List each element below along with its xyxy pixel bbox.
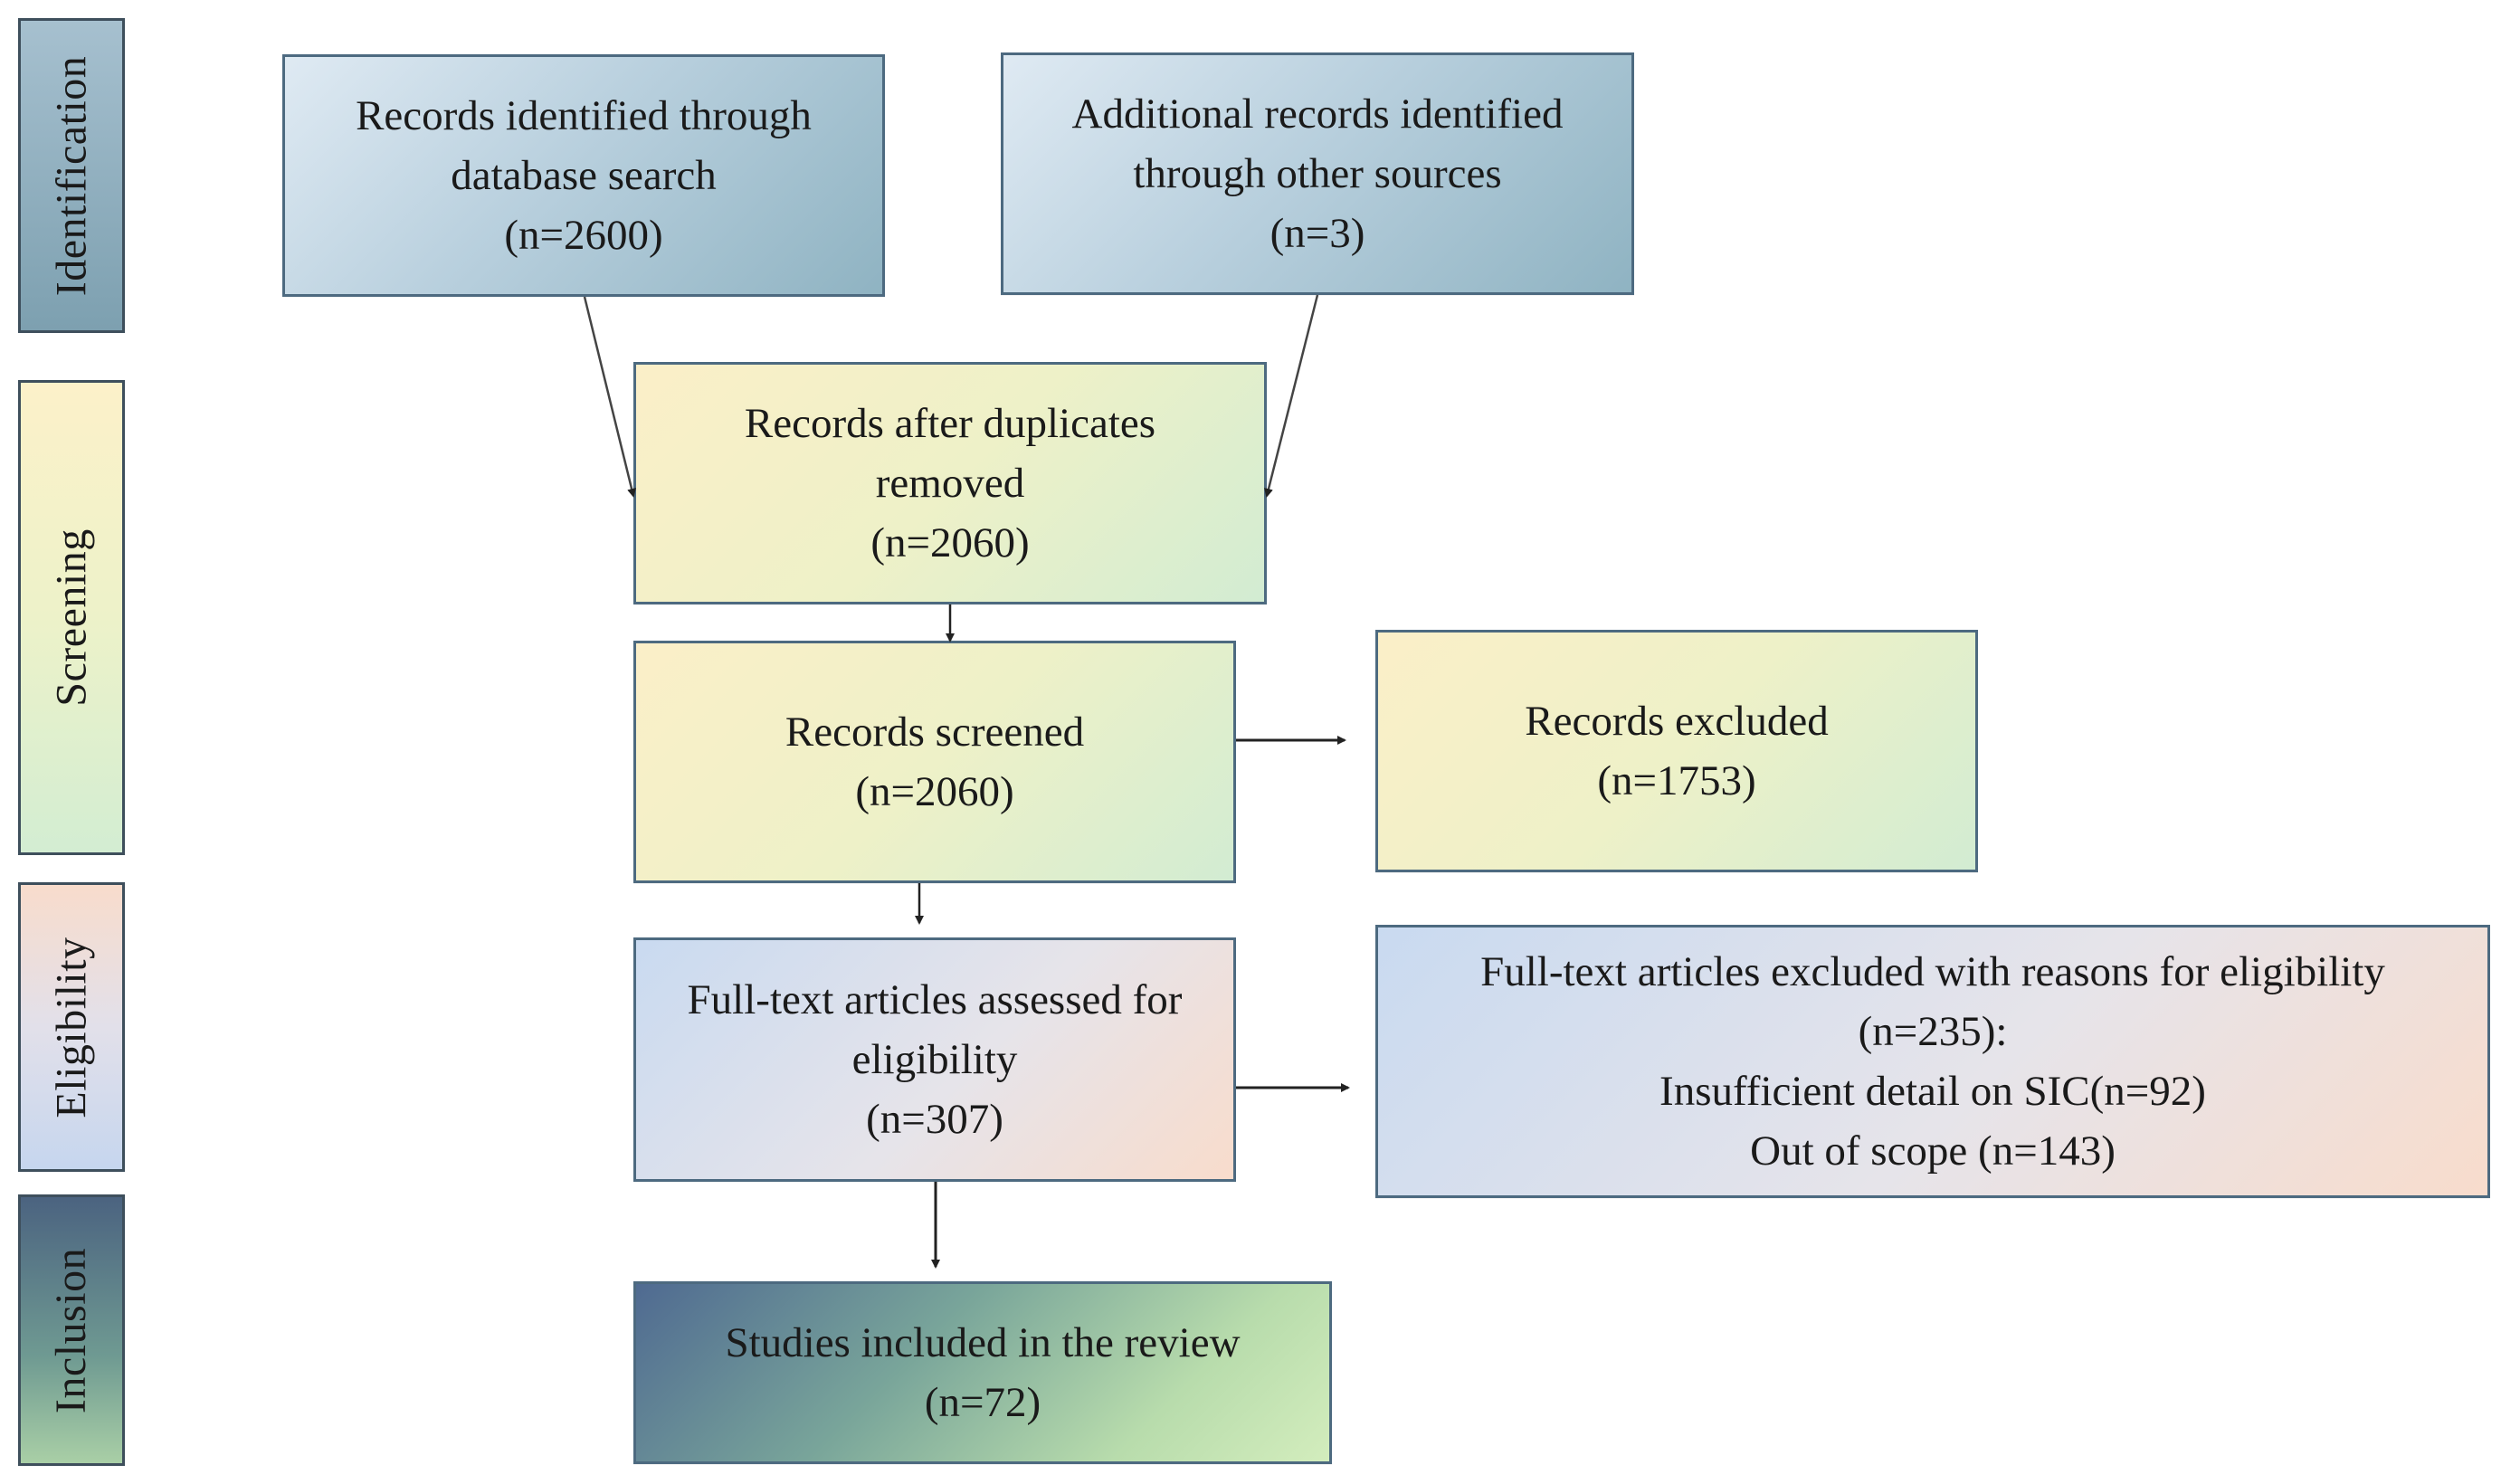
box-duplicates-removed-line1: Records after duplicates bbox=[744, 400, 1156, 447]
box-database-search-line1: Records identified through bbox=[356, 92, 812, 139]
box-records-excluded-count: (n=1753) bbox=[1597, 757, 1756, 804]
phase-screening: Screening bbox=[18, 380, 125, 855]
box-records-excluded: Records excluded (n=1753) bbox=[1375, 630, 1978, 872]
box-other-sources-line1: Additional records identified bbox=[1071, 90, 1564, 138]
box-database-search-line2: database search bbox=[451, 152, 717, 199]
box-fulltext-assessed: Full-text articles assessed for eligibil… bbox=[633, 937, 1236, 1182]
phase-inclusion-label: Inclusion bbox=[47, 1247, 96, 1413]
box-duplicates-removed: Records after duplicates removed (n=2060… bbox=[633, 362, 1267, 604]
box-fulltext-assessed-count: (n=307) bbox=[866, 1096, 1003, 1143]
box-fulltext-excluded: Full-text articles excluded with reasons… bbox=[1375, 925, 2490, 1198]
phase-screening-label: Screening bbox=[47, 528, 96, 707]
box-records-screened: Records screened (n=2060) bbox=[633, 641, 1236, 883]
phase-identification-label: Identification bbox=[47, 55, 96, 296]
box-duplicates-removed-count: (n=2060) bbox=[870, 519, 1030, 566]
box-fulltext-assessed-line2: eligibility bbox=[851, 1036, 1018, 1083]
box-fulltext-excluded-line3: Insufficient detail on SIC(n=92) bbox=[1659, 1068, 2206, 1115]
box-studies-included: Studies included in the review (n=72) bbox=[633, 1281, 1332, 1464]
arrow-other-to-dedup bbox=[1264, 294, 1319, 498]
box-database-search: Records identified through database sear… bbox=[282, 54, 885, 297]
box-fulltext-excluded-line1: Full-text articles excluded with reasons… bbox=[1480, 948, 2385, 995]
box-records-excluded-line1: Records excluded bbox=[1525, 698, 1829, 745]
box-studies-included-count: (n=72) bbox=[924, 1379, 1041, 1426]
box-records-screened-count: (n=2060) bbox=[855, 768, 1014, 815]
box-other-sources: Additional records identified through ot… bbox=[1001, 52, 1634, 295]
box-fulltext-excluded-line2: (n=235): bbox=[1858, 1008, 2008, 1055]
box-other-sources-line2: through other sources bbox=[1133, 150, 1502, 197]
arrow-db-to-dedup bbox=[583, 296, 636, 498]
box-fulltext-assessed-line1: Full-text articles assessed for bbox=[687, 976, 1183, 1023]
box-studies-included-line1: Studies included in the review bbox=[725, 1319, 1241, 1366]
box-duplicates-removed-line2: removed bbox=[875, 460, 1025, 507]
phase-eligibility: Eligibility bbox=[18, 882, 125, 1172]
phase-inclusion: Inclusion bbox=[18, 1194, 125, 1466]
box-database-search-count: (n=2600) bbox=[504, 212, 663, 259]
box-other-sources-count: (n=3) bbox=[1270, 210, 1365, 257]
phase-identification: Identification bbox=[18, 18, 125, 333]
box-records-screened-line1: Records screened bbox=[785, 709, 1085, 756]
box-fulltext-excluded-line4: Out of scope (n=143) bbox=[1750, 1127, 2116, 1175]
phase-eligibility-label: Eligibility bbox=[47, 936, 96, 1118]
